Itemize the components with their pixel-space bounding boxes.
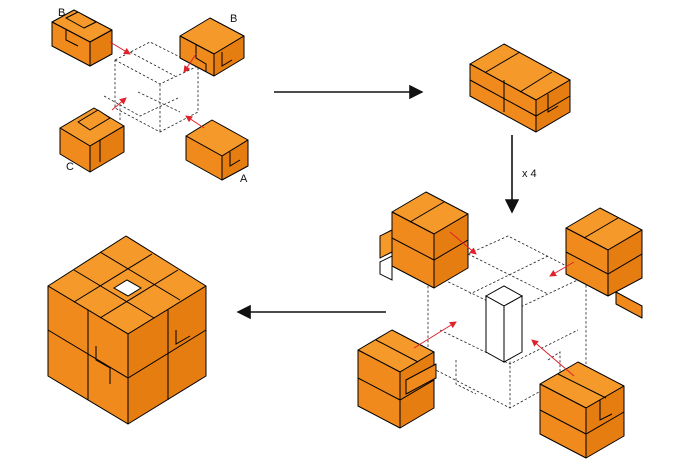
piece-b-top-left (51, 9, 113, 67)
insert-arrow-top-right (549, 261, 575, 277)
insert-arrow-c (111, 97, 127, 111)
insert-arrow-b-right (183, 53, 197, 73)
piece-a (185, 119, 249, 181)
insert-arrow-top-left (449, 231, 477, 255)
assembled-subunit (469, 43, 571, 133)
insert-arrow-bottom-left (413, 321, 457, 349)
subunit-top-left (379, 191, 469, 289)
central-pillar (484, 285, 524, 363)
subunit-top-right (565, 207, 643, 319)
center-hole (113, 279, 142, 297)
piece-c (59, 107, 125, 173)
subunit-bottom-left (357, 329, 437, 429)
label-piece-c: C (66, 161, 74, 173)
insert-arrow-bottom-right (531, 339, 575, 377)
label-piece-a: A (240, 173, 248, 185)
insert-arrow-b-left (109, 41, 131, 55)
insert-arrow-a (185, 115, 205, 129)
step1-group: B B C A (51, 7, 249, 185)
label-piece-b-top-right: B (230, 13, 237, 25)
piece-b-top-right (179, 17, 245, 77)
multiplier-label: x 4 (522, 168, 537, 180)
step1-ghost-core (103, 41, 199, 133)
final-cube (47, 235, 207, 425)
step3-group (357, 191, 643, 459)
label-piece-b-top-left: B (58, 7, 65, 19)
subunit-bottom-right (539, 361, 625, 459)
